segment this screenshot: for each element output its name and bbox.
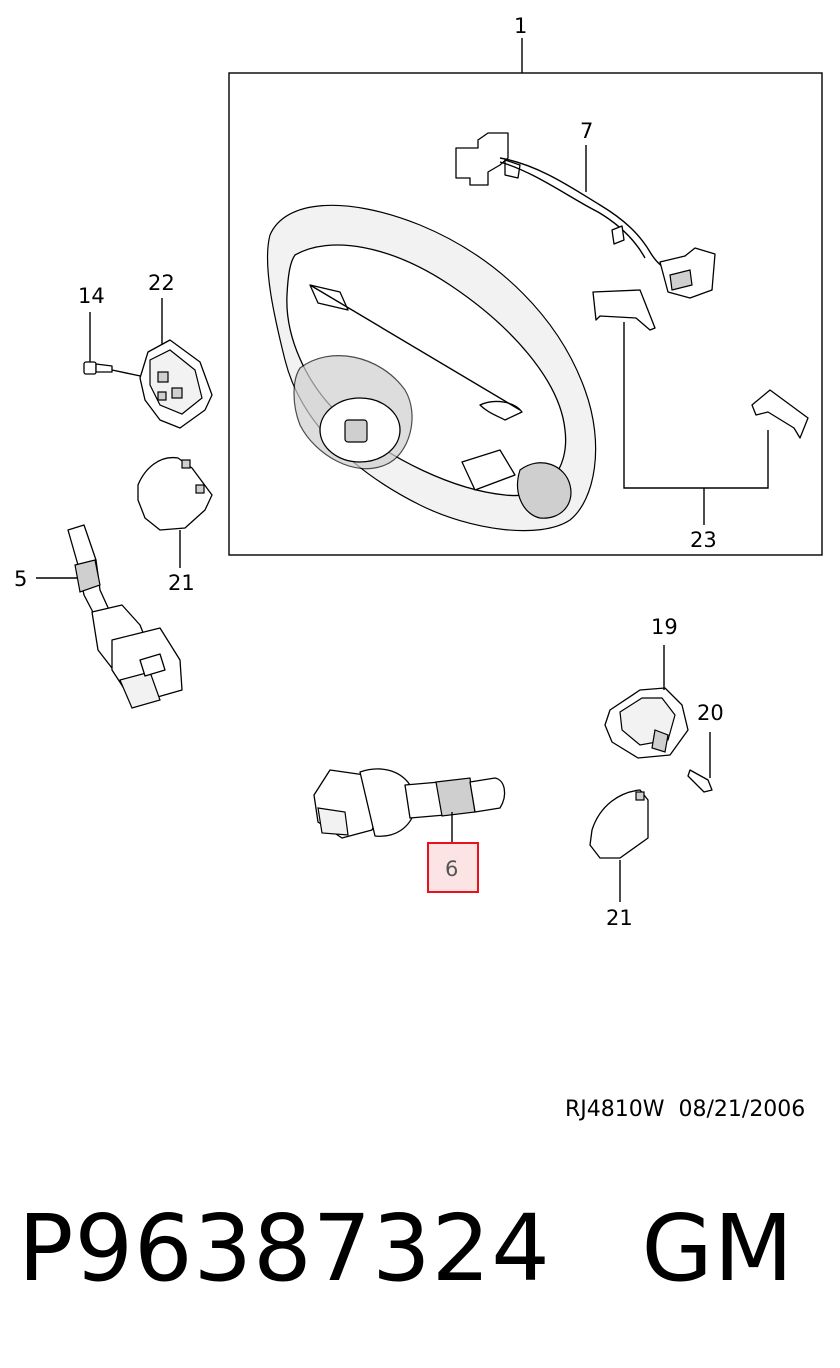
callout-7: 7	[580, 119, 593, 143]
screw-14[interactable]	[83, 312, 151, 379]
airbag-wiring-harness[interactable]	[455, 132, 716, 299]
callout-14: 14	[78, 284, 105, 308]
part-number: P96387324	[18, 1195, 551, 1302]
highlight-box	[427, 842, 479, 893]
callout-21-right: 21	[606, 906, 633, 930]
trim-clip-23[interactable]	[592, 289, 809, 525]
switch-cover-21[interactable]	[137, 456, 213, 568]
reference-code: RJ4810W 08/21/2006	[565, 1097, 806, 1122]
part-number-line: P96387324 GM	[18, 1195, 794, 1302]
remote-switch-22[interactable]	[139, 298, 213, 429]
remote-switch-19[interactable]	[604, 645, 689, 759]
callout-5: 5	[14, 567, 27, 591]
steering-wheel[interactable]	[266, 204, 597, 532]
column-switch-5[interactable]	[36, 524, 183, 709]
callout-23: 23	[690, 528, 717, 552]
callout-19: 19	[651, 615, 678, 639]
callout-1: 1	[514, 14, 527, 38]
switch-cover-21[interactable]	[589, 789, 649, 902]
brand-name: GM	[641, 1195, 795, 1302]
callout-22: 22	[148, 271, 175, 295]
wiper-switch-6[interactable]	[313, 768, 506, 845]
assembly-frame	[228, 38, 823, 556]
screw-20[interactable]	[687, 732, 713, 793]
callout-20: 20	[697, 701, 724, 725]
callout-6[interactable]: 6	[445, 857, 458, 881]
callout-21-left: 21	[168, 571, 195, 595]
